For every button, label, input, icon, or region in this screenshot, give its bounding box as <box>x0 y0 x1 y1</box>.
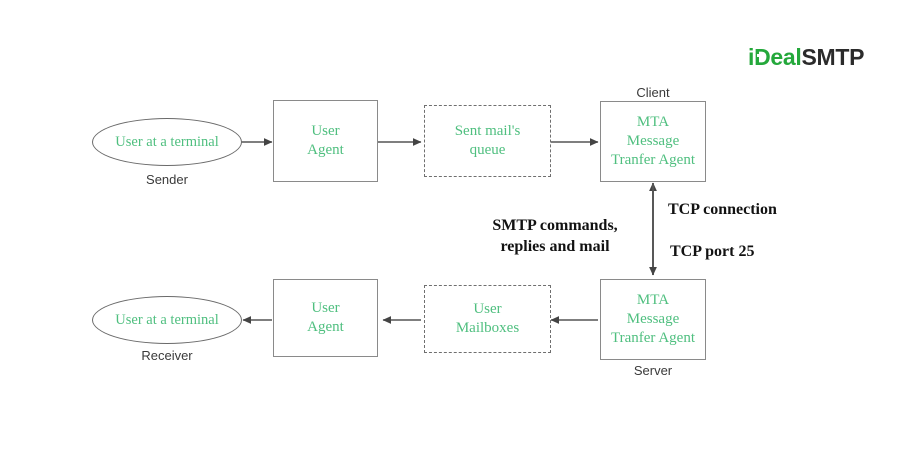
caption-client: Client <box>636 85 670 100</box>
node-receiver-user-agent-line2: Agent <box>307 319 344 335</box>
node-server-mta-line1: MTA <box>636 292 670 308</box>
node-sent-mail-queue-line2: queue <box>469 142 506 158</box>
node-receiver-terminal: User at a terminal <box>92 296 242 344</box>
node-sender-terminal-label: User at a terminal <box>115 133 219 150</box>
node-sent-mail-queue: Sent mail's queue <box>424 105 551 177</box>
logo-letters-eal: eal <box>770 44 802 70</box>
node-sent-mail-queue-line1: Sent mail's <box>454 123 521 139</box>
node-client-mta: MTA Message Tranfer Agent <box>600 101 706 182</box>
node-server-mta: MTA Message Tranfer Agent <box>600 279 706 360</box>
node-sender-user-agent: User Agent <box>273 100 378 182</box>
annotation-tcp-connection: TCP connection <box>668 201 777 218</box>
node-sender-user-agent-line2: Agent <box>307 142 344 158</box>
caption-server: Server <box>633 363 673 378</box>
logo-letter-i: i <box>748 44 755 70</box>
node-client-mta-line3: Tranfer Agent <box>610 152 696 168</box>
node-sender-user-agent-line1: User <box>311 123 340 139</box>
annotation-smtp-commands: SMTP commands, replies and mail <box>475 215 635 257</box>
node-user-mailboxes-line1: User <box>473 301 502 317</box>
node-client-mta-line2: Message <box>626 133 680 149</box>
logo-word-smtp: SMTP <box>801 44 865 70</box>
caption-sender: Sender <box>146 172 188 187</box>
node-server-mta-line2: Message <box>626 311 680 327</box>
node-receiver-terminal-label: User at a terminal <box>115 311 219 328</box>
logo-letter-d-envelope-icon: D <box>754 44 771 70</box>
node-server-mta-line3: Tranfer Agent <box>610 330 696 346</box>
node-receiver-user-agent-line1: User <box>311 300 340 316</box>
annotation-smtp-commands-line1: SMTP commands, <box>492 217 618 234</box>
node-receiver-user-agent: User Agent <box>273 279 378 357</box>
node-client-mta-line1: MTA <box>636 114 670 130</box>
node-user-mailboxes: User Mailboxes <box>424 285 551 353</box>
node-user-mailboxes-line2: Mailboxes <box>455 320 520 336</box>
annotation-tcp-port: TCP port 25 <box>670 243 755 260</box>
logo-letter-d-glyph: D <box>754 44 771 70</box>
annotation-smtp-commands-line2: replies and mail <box>500 238 610 255</box>
node-sender-terminal: User at a terminal <box>92 118 242 166</box>
caption-receiver: Receiver <box>141 348 193 363</box>
logo-envelope-notch <box>757 54 766 57</box>
